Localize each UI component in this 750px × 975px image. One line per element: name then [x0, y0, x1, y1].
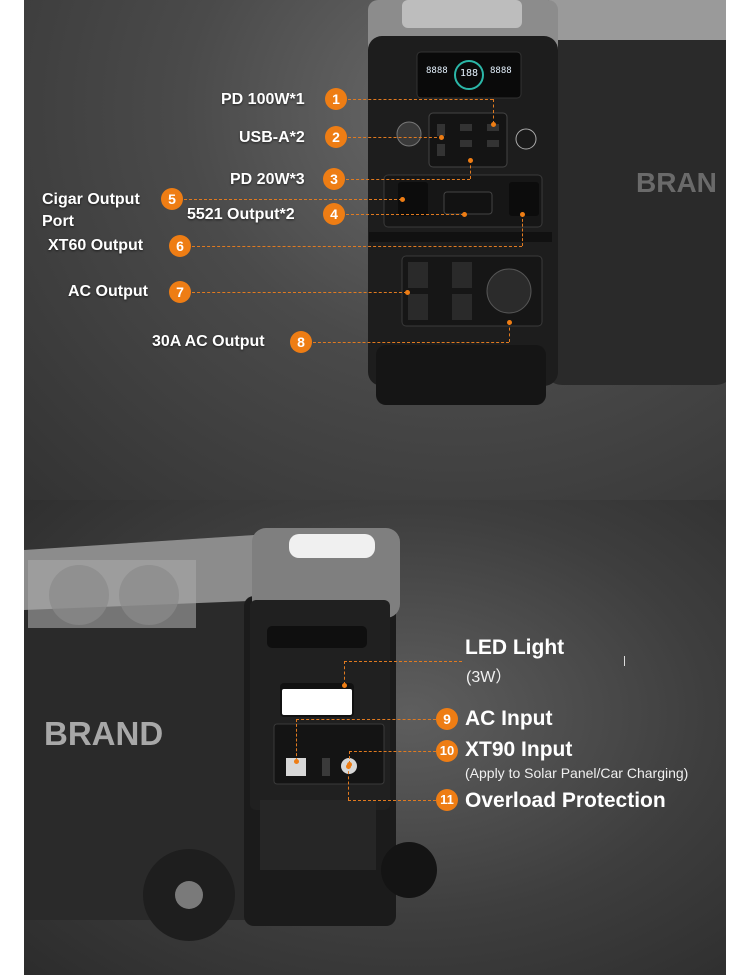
label-30a-ac: 30A AC Output — [152, 333, 265, 350]
badge-9: 9 — [436, 708, 458, 730]
marker-dot-4 — [462, 212, 467, 217]
label-ac-input: AC Input — [465, 707, 553, 730]
label-xt90-sub: (Apply to Solar Panel/Car Charging) — [465, 765, 689, 781]
label-cigar: Cigar Output — [42, 191, 140, 208]
brand-text: BRAND — [44, 715, 163, 752]
leader-line-3 — [346, 179, 470, 180]
marker-dot-1 — [491, 122, 496, 127]
leader-line-9b — [296, 719, 297, 761]
leader-line-9 — [296, 719, 436, 720]
marker-dot-5 — [400, 197, 405, 202]
leader-line-led-b — [344, 661, 345, 685]
label-5521: 5521 Output*2 — [187, 206, 295, 223]
brand-text-blurred: BRAN — [636, 167, 717, 198]
leader-line-6 — [192, 246, 522, 247]
marker-dot-9 — [294, 759, 299, 764]
bottom-device-illustration: BRAND — [24, 528, 437, 941]
label-overload-protection: Overload Protection — [465, 789, 666, 812]
leader-line-10b — [349, 751, 350, 764]
badge-10: 10 — [436, 740, 458, 762]
marker-dot-2 — [439, 135, 444, 140]
label-cigar-port: Port — [42, 213, 74, 230]
badge-11: 11 — [436, 789, 458, 811]
top-product-panel: BRAN 8888 188 8888 PD 100W*1 1 USB-A*2 2… — [24, 0, 726, 500]
label-pd20w: PD 20W*3 — [230, 171, 305, 188]
divider-tick — [624, 656, 625, 666]
badge-5: 5 — [161, 188, 183, 210]
marker-dot-led — [342, 683, 347, 688]
leader-line-1 — [348, 99, 493, 100]
label-pd100w: PD 100W*1 — [221, 91, 305, 108]
badge-6: 6 — [169, 235, 191, 257]
badge-7: 7 — [169, 281, 191, 303]
label-xt90-input: XT90 Input — [465, 738, 573, 761]
leader-line-1b — [493, 99, 494, 124]
leader-line-4 — [346, 214, 464, 215]
marker-dot-6 — [520, 212, 525, 217]
badge-3: 3 — [323, 168, 345, 190]
badge-4: 4 — [323, 203, 345, 225]
leader-line-2 — [348, 137, 442, 138]
badge-8: 8 — [290, 331, 312, 353]
label-ac-output: AC Output — [68, 283, 148, 300]
leader-line-11b — [348, 766, 349, 800]
leader-line-8b — [509, 322, 510, 342]
label-xt60: XT60 Output — [48, 237, 144, 254]
leader-line-7 — [192, 292, 407, 293]
leader-line-10 — [349, 751, 436, 752]
leader-line-11 — [348, 800, 436, 801]
leader-line-3b — [470, 160, 471, 179]
leader-line-8 — [313, 342, 509, 343]
label-usba: USB-A*2 — [239, 129, 305, 146]
display-center-value: 188 — [460, 68, 479, 79]
label-led-light: LED Light — [465, 636, 565, 659]
leader-line-led — [344, 661, 462, 662]
marker-dot-8 — [507, 320, 512, 325]
marker-dot-11 — [346, 764, 351, 769]
leader-line-5 — [184, 199, 402, 200]
marker-dot-7 — [405, 290, 410, 295]
marker-dot-3 — [468, 158, 473, 163]
badge-2: 2 — [325, 126, 347, 148]
label-led-watt: (3W） — [466, 669, 512, 686]
bottom-product-panel: BRAND LED Light (3W） 9 AC Input 10 XT90 … — [24, 500, 726, 975]
badge-1: 1 — [325, 88, 347, 110]
leader-line-6b — [522, 214, 523, 246]
display-right-value: 8888 — [490, 66, 512, 76]
display-left-value: 8888 — [426, 66, 448, 76]
